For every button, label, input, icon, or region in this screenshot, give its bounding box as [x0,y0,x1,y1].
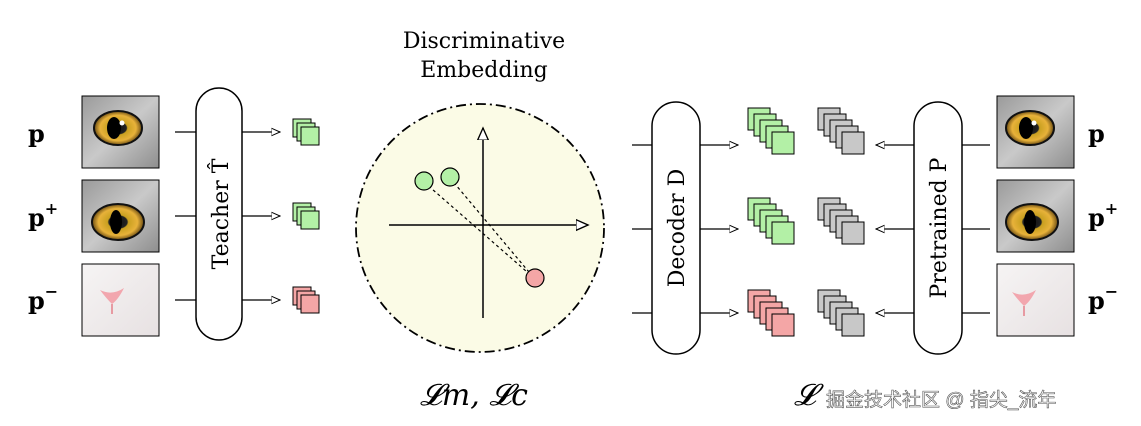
teacher-block: Teacher T̂ [195,87,243,341]
right-label-p-minus: p− [1088,282,1118,315]
embedding-title-line1: Discriminative [403,29,565,54]
right-image-nose [996,263,1075,337]
left-image-eye-2 [81,179,160,253]
loss-label-right: 𝓛 [794,378,824,413]
decoder-block: Decoder D [651,101,701,355]
decoder-feature-anchor [747,107,795,155]
left-label-p: p [28,119,45,148]
left-image-eye-1 [81,95,160,169]
pretrained-label: Pretrained P [927,157,952,298]
watermark: 掘金技术社区 @ 指尖_流年 [826,389,1056,411]
teacher-feature-positive-anchor [292,118,320,146]
decoder-feature-positive [747,197,795,245]
decoder-label: Decoder D [665,169,690,287]
loss-label-left: 𝓛m, 𝓛c [420,378,528,413]
positive-point-2 [440,167,460,187]
embedding-axes [389,128,588,318]
negative-point [525,268,545,288]
pretrained-block: Pretrained P [913,101,963,355]
teacher-label: Teacher T̂ [208,158,234,269]
decoder-and-pretrained-stacks [747,107,865,337]
embedding-title-line2: Embedding [420,58,547,83]
embedding-circle [355,103,605,353]
teacher-feature-negative [292,286,320,314]
right-image-eye-1 [996,95,1075,169]
left-label-p-minus: p− [28,282,58,315]
pretrained-feature-positive [817,197,865,245]
positive-point-1 [414,171,434,191]
teacher-feature-stacks [292,118,320,314]
pretrained-feature-negative [817,289,865,337]
right-label-p-plus: p+ [1088,199,1118,232]
teacher-feature-positive [292,202,320,230]
left-image-nose [81,263,160,337]
decoder-feature-negative [747,289,795,337]
pretrained-feature-anchor [817,107,865,155]
left-label-p-plus: p+ [28,199,58,232]
right-label-p: p [1088,119,1105,148]
right-image-eye-2 [996,179,1075,253]
